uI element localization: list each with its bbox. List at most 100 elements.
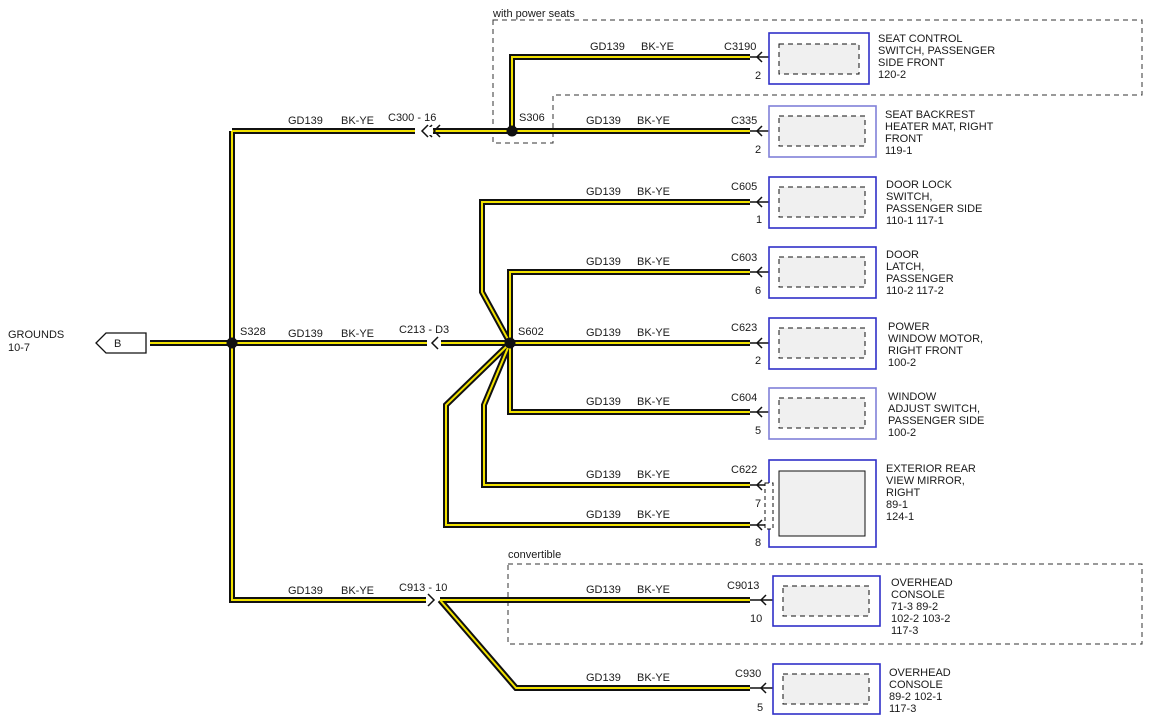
component-ref: 102-2 103-2 (891, 613, 950, 625)
splice-s306-label: S306 (519, 112, 545, 124)
wire-color-label: BK-YE (637, 115, 670, 127)
component-name-line: SWITCH, PASSENGER (878, 45, 995, 57)
wire-color-label: BK-YE (637, 186, 670, 198)
grounds-label: GROUNDS (8, 329, 64, 341)
component-name-line: WINDOW MOTOR, (888, 333, 983, 345)
wire-color-label: BK-YE (637, 396, 670, 408)
component-name-line: POWER (888, 321, 930, 333)
component-power-window-motor: C623 2 POWER WINDOW MOTOR, RIGHT FRONT 1… (731, 317, 983, 370)
component-name-line: FRONT (885, 133, 923, 145)
pin-label: 5 (757, 702, 763, 714)
convertible-label: convertible (508, 549, 561, 561)
component-exterior-rear-view-mirror: C622 7 8 EXTERIOR REAR VIEW MIRROR, RIGH… (731, 459, 976, 549)
wire-color-label: BK-YE (637, 327, 670, 339)
component-name-line: PASSENGER SIDE (888, 415, 984, 427)
wire-color-label: BK-YE (341, 328, 374, 340)
component-name-line: RIGHT (886, 487, 921, 499)
splice-s328-label: S328 (240, 326, 266, 338)
wire-color-label: BK-YE (637, 256, 670, 268)
component-name-line: DOOR (886, 249, 919, 261)
connector-label: C605 (731, 181, 757, 193)
connector-label: C9013 (727, 580, 759, 592)
component-ref: 120-2 (878, 69, 906, 81)
splice-s602 (504, 337, 516, 349)
component-ref: 100-2 (888, 357, 916, 369)
c213-chevron (430, 336, 439, 350)
component-name-line: SEAT BACKREST (885, 109, 975, 121)
wire-color-label: BK-YE (637, 672, 670, 684)
wire-id-label: GD139 (288, 585, 323, 597)
wire-color-label: BK-YE (637, 469, 670, 481)
grounds-connector-b-label: B (114, 338, 121, 350)
pin-label: 1 (756, 214, 762, 226)
c300-label: C300 - 16 (388, 112, 436, 124)
grounds-ref: 10-7 (8, 342, 30, 354)
connector-label: C622 (731, 464, 757, 476)
grounds-connector-b (95, 332, 147, 354)
wire-id-label: GD139 (586, 396, 621, 408)
component-name-line: SWITCH, (886, 191, 932, 203)
component-ref: 110-2 117-2 (886, 285, 944, 297)
pin-label: 7 (755, 498, 761, 510)
component-name-line: PASSENGER (886, 273, 954, 285)
pin-label: 8 (755, 537, 761, 549)
component-ref: 71-3 89-2 (891, 601, 938, 613)
convertible-region (507, 563, 1143, 645)
wire-id-label: GD139 (586, 584, 621, 596)
component-name-line: VIEW MIRROR, (886, 475, 965, 487)
component-ref: 89-1 (886, 499, 908, 511)
connector-label: C930 (735, 668, 761, 680)
component-window-adjust-switch: C604 5 WINDOW ADJUST SWITCH, PASSENGER S… (731, 387, 984, 440)
connector-label: C603 (731, 252, 757, 264)
splice-s602-label: S602 (518, 326, 544, 338)
power-seats-region (492, 19, 1143, 144)
wire-id-label: GD139 (590, 41, 625, 53)
wire-id-label: GD139 (586, 327, 621, 339)
connector-label: C3190 (724, 41, 756, 53)
pin-label: 6 (755, 285, 761, 297)
component-door-lock-switch: C605 1 DOOR LOCK SWITCH, PASSENGER SIDE … (731, 176, 982, 229)
component-ref: 89-2 102-1 (889, 691, 942, 703)
wire-color-label: BK-YE (341, 585, 374, 597)
component-ref: 117-3 (891, 625, 918, 637)
connector-label: C604 (731, 392, 757, 404)
component-name-line: CONSOLE (889, 679, 943, 691)
power-seats-label: with power seats (492, 8, 575, 20)
wire-color-label: BK-YE (341, 115, 374, 127)
connector-label: C335 (731, 115, 757, 127)
component-name-line: SIDE FRONT (878, 57, 945, 69)
wire-color-label: BK-YE (637, 509, 670, 521)
component-ref: 117-3 (889, 703, 916, 715)
component-overhead-console-9013: C9013 10 OVERHEAD CONSOLE 71-3 89-2 102-… (727, 575, 953, 637)
c913-chevron (427, 593, 436, 607)
component-name-line: WINDOW (888, 391, 937, 403)
component-ref: 124-1 (886, 511, 914, 523)
pin-label: 2 (755, 70, 761, 82)
wire-id-label: GD139 (586, 256, 621, 268)
component-name-line: ADJUST SWITCH, (888, 403, 980, 415)
wire-id-label: GD139 (586, 509, 621, 521)
pin-label: 5 (755, 425, 761, 437)
component-name-line: HEATER MAT, RIGHT (885, 121, 994, 133)
wire-labels: GD139 BK-YE GD139 BK-YE GD139 BK-YE GD13… (288, 41, 674, 684)
component-name-line: OVERHEAD (889, 667, 951, 679)
splice-s306 (506, 125, 518, 137)
component-ref: 119-1 (885, 145, 912, 157)
component-name-line: OVERHEAD (891, 577, 953, 589)
wire-id-label: GD139 (586, 469, 621, 481)
wire-id-label: GD139 (586, 115, 621, 127)
component-seat-backrest-heater: C335 2 SEAT BACKREST HEATER MAT, RIGHT F… (731, 105, 994, 158)
component-name-line: EXTERIOR REAR (886, 463, 976, 475)
component-seat-control-switch: C3190 2 SEAT CONTROL SWITCH, PASSENGER S… (724, 32, 995, 85)
wire-color-label: BK-YE (641, 41, 674, 53)
component-name-line: RIGHT FRONT (888, 345, 963, 357)
component-name-line: DOOR LOCK (886, 179, 953, 191)
component-name-line: LATCH, (886, 261, 924, 273)
component-ref: 110-1 117-1 (886, 215, 944, 227)
component-name-line: SEAT CONTROL (878, 33, 963, 45)
connector-label: C623 (731, 322, 757, 334)
wire-tracer (150, 56, 750, 689)
wire-id-label: GD139 (288, 115, 323, 127)
splice-s328 (226, 337, 238, 349)
